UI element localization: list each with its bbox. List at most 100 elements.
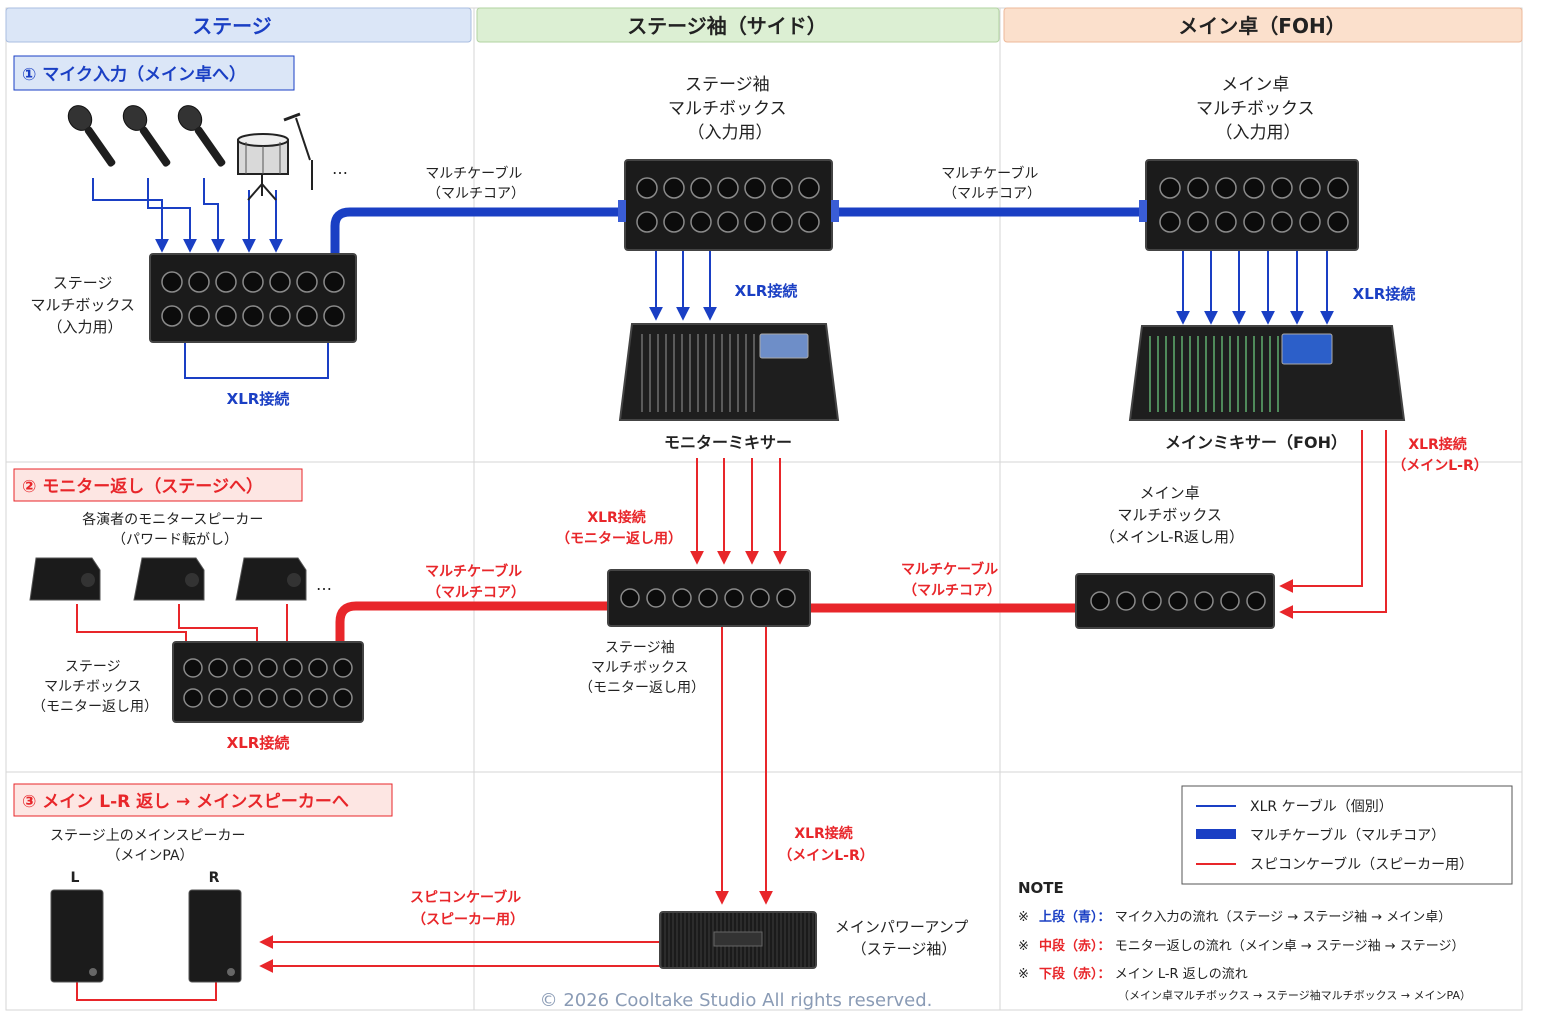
main-speaker-icons — [50, 889, 242, 983]
xlr-jacks — [636, 177, 820, 233]
xlr-jack — [717, 177, 739, 199]
label-foh-box-in: メイン卓 マルチボックス （入力用） — [1196, 75, 1320, 143]
blue-xlr-cables — [92, 178, 1334, 379]
xlr-jack — [636, 211, 658, 233]
label-multi-blue-1: マルチケーブル （マルチコア） — [425, 165, 527, 202]
xlr-jacks — [1159, 177, 1349, 233]
xlr-jack — [771, 211, 793, 233]
xlr-jack — [690, 177, 712, 199]
xlr-jack — [1215, 211, 1237, 233]
xlr-jack — [233, 688, 253, 708]
xlr-jack — [183, 688, 203, 708]
header-foh-bg — [1003, 7, 1523, 43]
ellipsis-monitors: … — [316, 575, 332, 594]
notes-title: NOTE — [1018, 879, 1064, 897]
xlr-jack — [1187, 177, 1209, 199]
xlr-jack — [620, 588, 640, 608]
label-main-speakers: ステージ上のメインスピーカー （メインPA） — [50, 828, 250, 864]
xlr-jack — [323, 271, 345, 293]
label-amp: メインパワーアンプ （ステージ袖） — [835, 918, 973, 958]
xlr-jack — [798, 211, 820, 233]
legend-item: マルチケーブル（マルチコア） — [1250, 827, 1445, 844]
legend-item: XLR ケーブル（個別） — [1250, 798, 1393, 815]
header-stage-bg — [5, 7, 472, 43]
monitor-speaker-icon — [29, 557, 101, 601]
xlr-jack — [296, 305, 318, 327]
header-foh: メイン卓（FOH） — [1178, 14, 1345, 38]
stage-multibox-monitor — [172, 641, 364, 723]
xlr-jack — [1243, 177, 1265, 199]
header-side-bg — [476, 7, 1000, 43]
note-row: ※ 中段（赤）： モニター返しの流れ（メイン卓 → ステージ袖 → ステージ） — [1018, 938, 1465, 954]
xlr-jack — [690, 211, 712, 233]
ellipsis-mics: … — [332, 159, 348, 178]
side-multibox-input — [618, 159, 839, 251]
label-xlr-mon-return: XLR接続 （モニター返し用） — [556, 509, 682, 547]
label-multi-blue-2: マルチケーブル （マルチコア） — [941, 165, 1043, 202]
stage-multibox-input — [149, 253, 357, 343]
xlr-jack — [323, 305, 345, 327]
xlr-jack — [296, 271, 318, 293]
blue-multicables — [330, 207, 1151, 259]
xlr-jack — [717, 211, 739, 233]
xlr-jack — [233, 658, 253, 678]
snare-drum-icon — [237, 112, 313, 201]
xlr-jack — [1187, 211, 1209, 233]
section-mic: ① マイク入力（メイン卓へ） — [22, 64, 246, 85]
xlr-jack — [333, 688, 353, 708]
xlr-jack — [672, 588, 692, 608]
note-sub: （メイン卓マルチボックス → ステージ袖マルチボックス → メインPA） — [1118, 988, 1471, 1002]
label-monitor-speakers: 各演者のモニタースピーカー （パワード転がし） — [82, 512, 268, 548]
xlr-jack — [269, 271, 291, 293]
label-xlr-main-lr: XLR接続 （メインL-R） — [1392, 436, 1488, 474]
monitor-speaker-icons — [29, 557, 307, 601]
xlr-jack — [208, 688, 228, 708]
xlr-jack — [776, 588, 796, 608]
label-xlr-foh: XLR接続 — [1353, 285, 1416, 303]
red-cables — [76, 430, 1387, 1001]
xlr-jacks — [183, 658, 353, 708]
red-multicables — [335, 601, 1081, 647]
xlr-jack — [242, 271, 264, 293]
xlr-jack — [258, 688, 278, 708]
legend: XLR ケーブル（個別） マルチケーブル（マルチコア） スピコンケーブル（スピー… — [1181, 785, 1513, 885]
xlr-jack — [698, 588, 718, 608]
xlr-jacks — [620, 588, 796, 608]
microphone-icon — [122, 105, 171, 167]
xlr-jack — [771, 177, 793, 199]
monitor-speaker-icon — [235, 557, 307, 601]
label-main-mixer: メインミキサー（FOH） — [1165, 433, 1347, 452]
xlr-jack — [333, 658, 353, 678]
label-side-box-in: ステージ袖 マルチボックス （入力用） — [668, 75, 792, 143]
xlr-jack — [308, 658, 328, 678]
xlr-jack — [798, 177, 820, 199]
xlr-jack — [242, 305, 264, 327]
label-monitor-mixer: モニターミキサー — [664, 433, 792, 452]
xlr-jack — [1159, 211, 1181, 233]
xlr-jack — [161, 271, 183, 293]
label-multi-red-2: マルチケーブル （マルチコア） — [901, 561, 1003, 599]
xlr-jack — [1220, 591, 1240, 611]
label-xlr-side: XLR接続 — [735, 282, 798, 300]
microphone-icons — [67, 105, 226, 167]
section-main: ③ メイン L-R 返し → メインスピーカーへ — [22, 792, 349, 812]
label-stage-box-in: ステージ マルチボックス （入力用） — [30, 274, 139, 336]
xlr-jacks — [1090, 591, 1266, 611]
label-xlr-stage: XLR接続 — [227, 390, 290, 408]
column-headers: ステージ ステージ袖（サイド） メイン卓（FOH） — [5, 7, 1523, 43]
microphone-icon — [67, 105, 116, 167]
microphone-icon — [177, 105, 226, 167]
xlr-jack — [1215, 177, 1237, 199]
multicable-side-to-stage — [335, 601, 613, 647]
label-speaker-r: R — [209, 870, 220, 886]
label-stage-box-mon: ステージ マルチボックス （モニター返し用） — [32, 659, 158, 715]
xlr-jack — [215, 305, 237, 327]
xlr-jack — [258, 658, 278, 678]
xlr-jack — [283, 658, 303, 678]
main-mixer-icon — [1128, 325, 1406, 421]
xlr-jack — [724, 588, 744, 608]
label-foh-box-lr: メイン卓 マルチボックス （メインL-R返し用） — [1100, 484, 1244, 546]
label-xlr-main-lr-2: XLR接続 （メインL-R） — [778, 825, 874, 864]
xlr-jack — [269, 305, 291, 327]
